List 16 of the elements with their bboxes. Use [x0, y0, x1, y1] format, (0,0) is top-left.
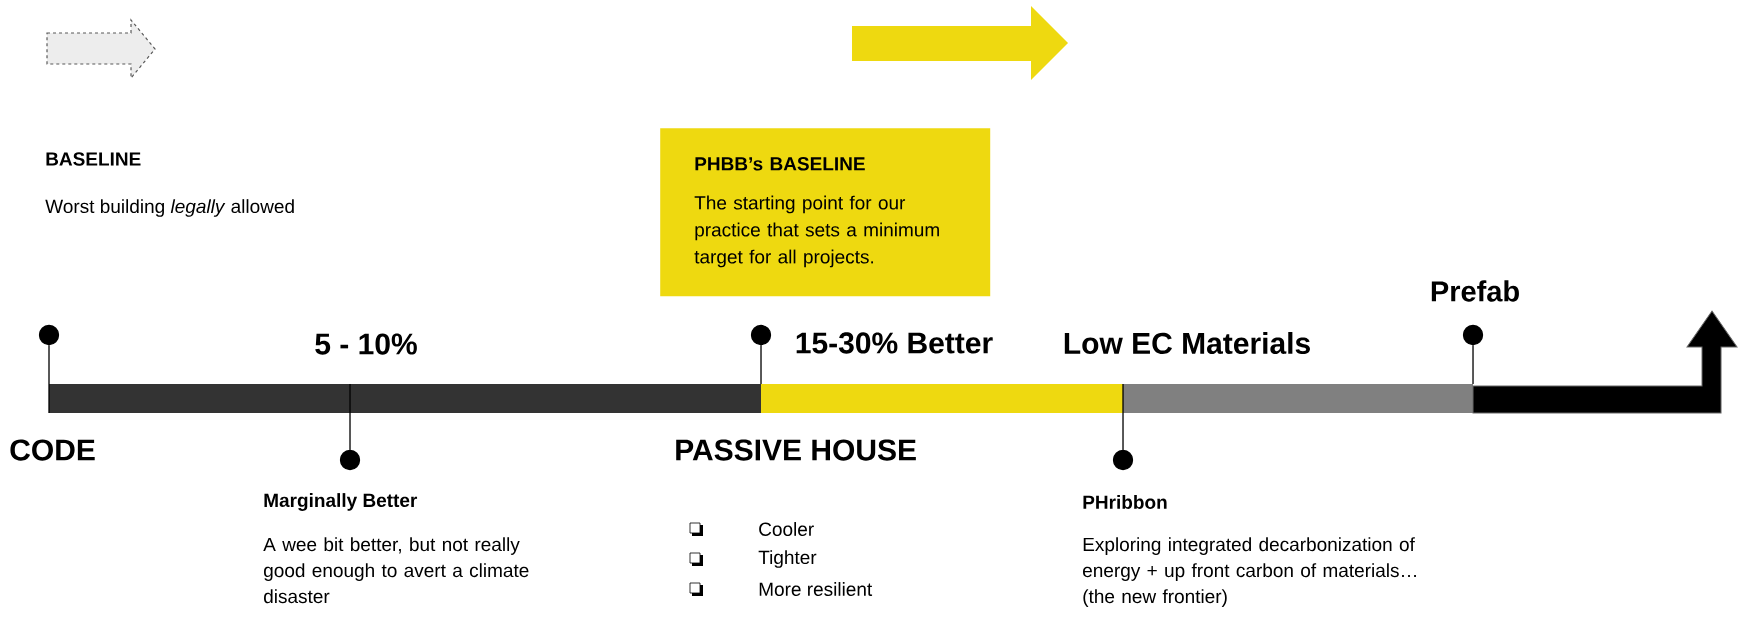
body-text: Worst building legally allowed	[45, 199, 294, 217]
range-label: 15-30% Better	[796, 332, 993, 354]
highlight-box: PHBB’s BASELINE The starting point for our practice that sets a minimum target for all projects.	[660, 128, 991, 297]
range-label: Low EC Materials	[1064, 332, 1310, 355]
checklist-item: More resilient	[759, 582, 873, 596]
checklist-item: Tighter	[758, 550, 817, 568]
milestone-label: PASSIVE HOUSE	[676, 439, 916, 461]
heading-text: Marginally Better	[264, 493, 418, 511]
range-label: 5 - 10%	[315, 333, 417, 355]
body-text: A wee bit better, but not really good enough to avert a climate disaster	[263, 537, 529, 604]
heading-text: PHribbon	[1083, 495, 1167, 509]
checklist-item: Cooler	[759, 522, 814, 536]
milestone-label: CODE	[10, 439, 95, 461]
heading-text: BASELINE	[46, 152, 141, 166]
body-text: Exploring integrated decarbonization of energy + up front carbon of materials… (the new frontier)	[1083, 537, 1416, 607]
milestone-label: Prefab	[1431, 280, 1519, 302]
